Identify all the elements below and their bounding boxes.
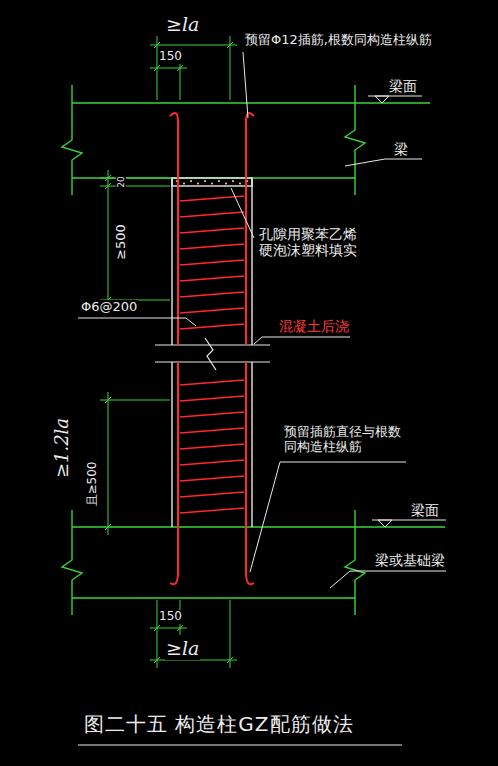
dimension-lines — [100, 178, 170, 179]
dimension-text: 150 — [158, 50, 183, 64]
rebars — [170, 362, 178, 584]
dimension-text: 150 — [158, 610, 183, 624]
caption-underline — [78, 744, 402, 745]
dimension-lines — [108, 392, 109, 535]
dimension-text: ≥la — [165, 638, 200, 660]
foam-dot — [183, 183, 185, 185]
dimension-text: ≥500 — [114, 223, 129, 261]
stirrup-stroke — [180, 308, 244, 313]
figure-caption: 图二十五 构造柱GZ配筋做法 — [84, 712, 354, 736]
stirrup-stroke — [180, 228, 244, 233]
beam-lines — [72, 526, 445, 527]
foam-dot — [232, 180, 234, 182]
stirrup-stroke — [180, 324, 244, 329]
beam-lines — [62, 85, 82, 195]
elevation-marks — [378, 520, 392, 527]
column-outline — [251, 178, 252, 345]
foam-dot — [197, 183, 199, 185]
caption-underline — [78, 744, 402, 745]
break-symbol — [155, 344, 270, 345]
elevation-label: 梁面 — [410, 502, 440, 518]
leader-lines — [243, 52, 248, 118]
dimension-lines — [180, 60, 181, 100]
elevation-marks — [375, 96, 389, 103]
foam-dot — [204, 180, 206, 182]
stirrup-stroke — [180, 492, 244, 497]
dimension-text: 且≥500 — [86, 461, 100, 508]
rebars — [170, 113, 254, 584]
dimension-lines — [105, 175, 111, 303]
leader-lines — [254, 337, 350, 344]
foam-dot — [190, 180, 192, 182]
rebar-spec: Φ6@200 — [80, 300, 138, 315]
stirrup-stroke — [180, 428, 244, 433]
dimension-lines — [100, 186, 170, 187]
stirrup-stroke — [180, 476, 244, 481]
dimension-text: 20 — [116, 175, 126, 188]
beam-lines — [345, 510, 365, 615]
elevation-marks — [368, 96, 446, 527]
stirrup-stroke — [180, 508, 244, 513]
dimension-lines — [154, 625, 233, 663]
column-outline — [172, 178, 252, 186]
stirrup-stroke — [180, 260, 244, 265]
leader-lines — [231, 188, 254, 238]
stirrup-stroke — [180, 460, 244, 465]
dimension-text: ≥la — [165, 14, 200, 36]
rebars — [246, 362, 254, 584]
leader-lines — [330, 571, 446, 588]
stirrup-stroke — [180, 412, 244, 417]
note-text: 预留Φ12插筋,根数同构造柱纵筋 — [244, 33, 433, 48]
foam-fill-dots — [176, 180, 248, 185]
dimension-lines — [150, 68, 187, 69]
beam-lines — [72, 102, 430, 103]
stirrup-stroke — [180, 292, 244, 297]
leader-lines — [78, 52, 446, 588]
column-outline — [171, 362, 172, 527]
dimension-lines — [150, 628, 187, 629]
stirrup-stroke — [180, 396, 244, 401]
break-symbol — [205, 338, 216, 370]
foam-dot — [239, 183, 241, 185]
stirrup-stroke — [180, 380, 244, 385]
dimension-lines — [100, 400, 170, 401]
note-text: 预留插筋直径与根数同构造柱纵筋 — [283, 425, 407, 455]
dimension-lines — [108, 170, 109, 307]
beam-lines — [62, 510, 82, 615]
break-symbol — [155, 338, 270, 370]
dimension-lines — [105, 397, 111, 530]
stirrup-stroke — [180, 196, 244, 201]
elevation-label: 梁面 — [388, 78, 418, 94]
beam-lines — [345, 85, 365, 195]
part-label: 梁或基础梁 — [374, 552, 446, 568]
stirrup-stroke — [180, 276, 244, 281]
leader-lines — [78, 318, 196, 326]
stirrups — [180, 196, 244, 513]
dimension-lines — [230, 600, 231, 668]
dimension-lines — [150, 45, 237, 46]
column-outline — [171, 178, 172, 345]
dimension-lines — [154, 42, 233, 71]
part-label: 梁 — [393, 141, 409, 157]
foam-dot — [218, 180, 220, 182]
column-outline — [251, 362, 252, 527]
note-text: 混凝土后浇 — [278, 318, 350, 334]
stirrup-stroke — [180, 212, 244, 217]
beam-lines — [72, 597, 355, 598]
leader-lines — [345, 159, 422, 166]
note-text: 孔隙用聚苯乙烯硬泡沫塑料填实 — [258, 226, 362, 258]
break-symbol — [155, 361, 270, 362]
beam-lines — [62, 85, 445, 615]
foam-dot — [211, 183, 213, 185]
stirrup-stroke — [180, 244, 244, 249]
stirrup-stroke — [180, 444, 244, 449]
dimension-lines — [100, 36, 237, 668]
column-outline — [172, 178, 252, 527]
foam-dot — [225, 183, 227, 185]
rebars — [170, 113, 178, 345]
dimension-text: ≥1.2la — [52, 417, 73, 479]
